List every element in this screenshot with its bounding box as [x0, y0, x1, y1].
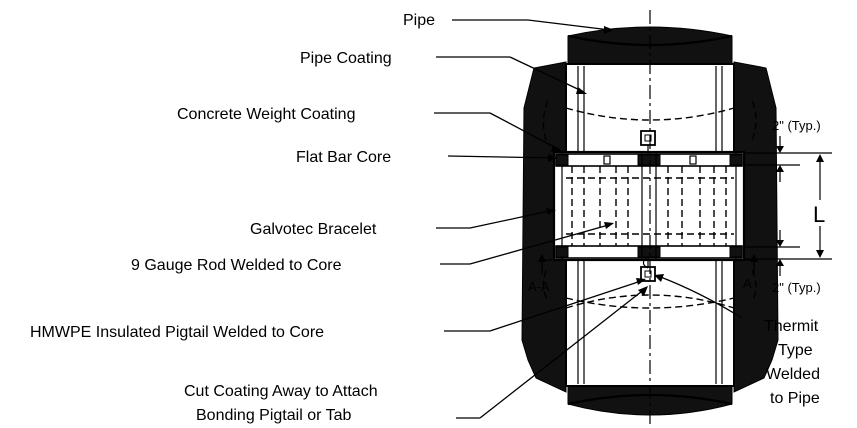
- label-thermit-line4: to Pipe: [770, 390, 820, 407]
- label-pipe-coating: Pipe Coating: [300, 50, 392, 67]
- label-concrete-weight-coating: Concrete Weight Coating: [177, 106, 355, 123]
- label-pipe: Pipe: [403, 12, 435, 29]
- galvotec-bracelet-shape: [552, 150, 746, 262]
- label-thermit-line3: Welded: [766, 366, 820, 383]
- label-cut-coating-line2: Bonding Pigtail or Tab: [196, 407, 351, 424]
- section-mark-right: A: [743, 276, 752, 291]
- label-thermit-line2: Type: [778, 342, 813, 359]
- section-mark-left: A-A: [528, 279, 550, 294]
- label-hmwpe-pigtail: HMWPE Insulated Pigtail Welded to Core: [30, 324, 324, 341]
- label-gauge-rod: 9 Gauge Rod Welded to Core: [131, 257, 342, 274]
- label-flat-bar-core: Flat Bar Core: [296, 149, 391, 166]
- dimension-length: L: [813, 202, 825, 227]
- label-cut-coating-line1: Cut Coating Away to Attach: [184, 383, 378, 400]
- dimension-top-typ: 2" (Typ.): [772, 118, 821, 133]
- leader-lines: [434, 19, 743, 419]
- section-marks: [538, 254, 758, 274]
- label-galvotec-bracelet: Galvotec Bracelet: [250, 221, 377, 238]
- label-thermit-line1: Thermit: [764, 318, 819, 335]
- pigtail-shape: [640, 130, 656, 282]
- concrete-weight-coating-shape: [521, 61, 779, 393]
- dimension-bottom-typ: 2" (Typ.): [772, 280, 821, 295]
- dimension-lines: [744, 136, 832, 276]
